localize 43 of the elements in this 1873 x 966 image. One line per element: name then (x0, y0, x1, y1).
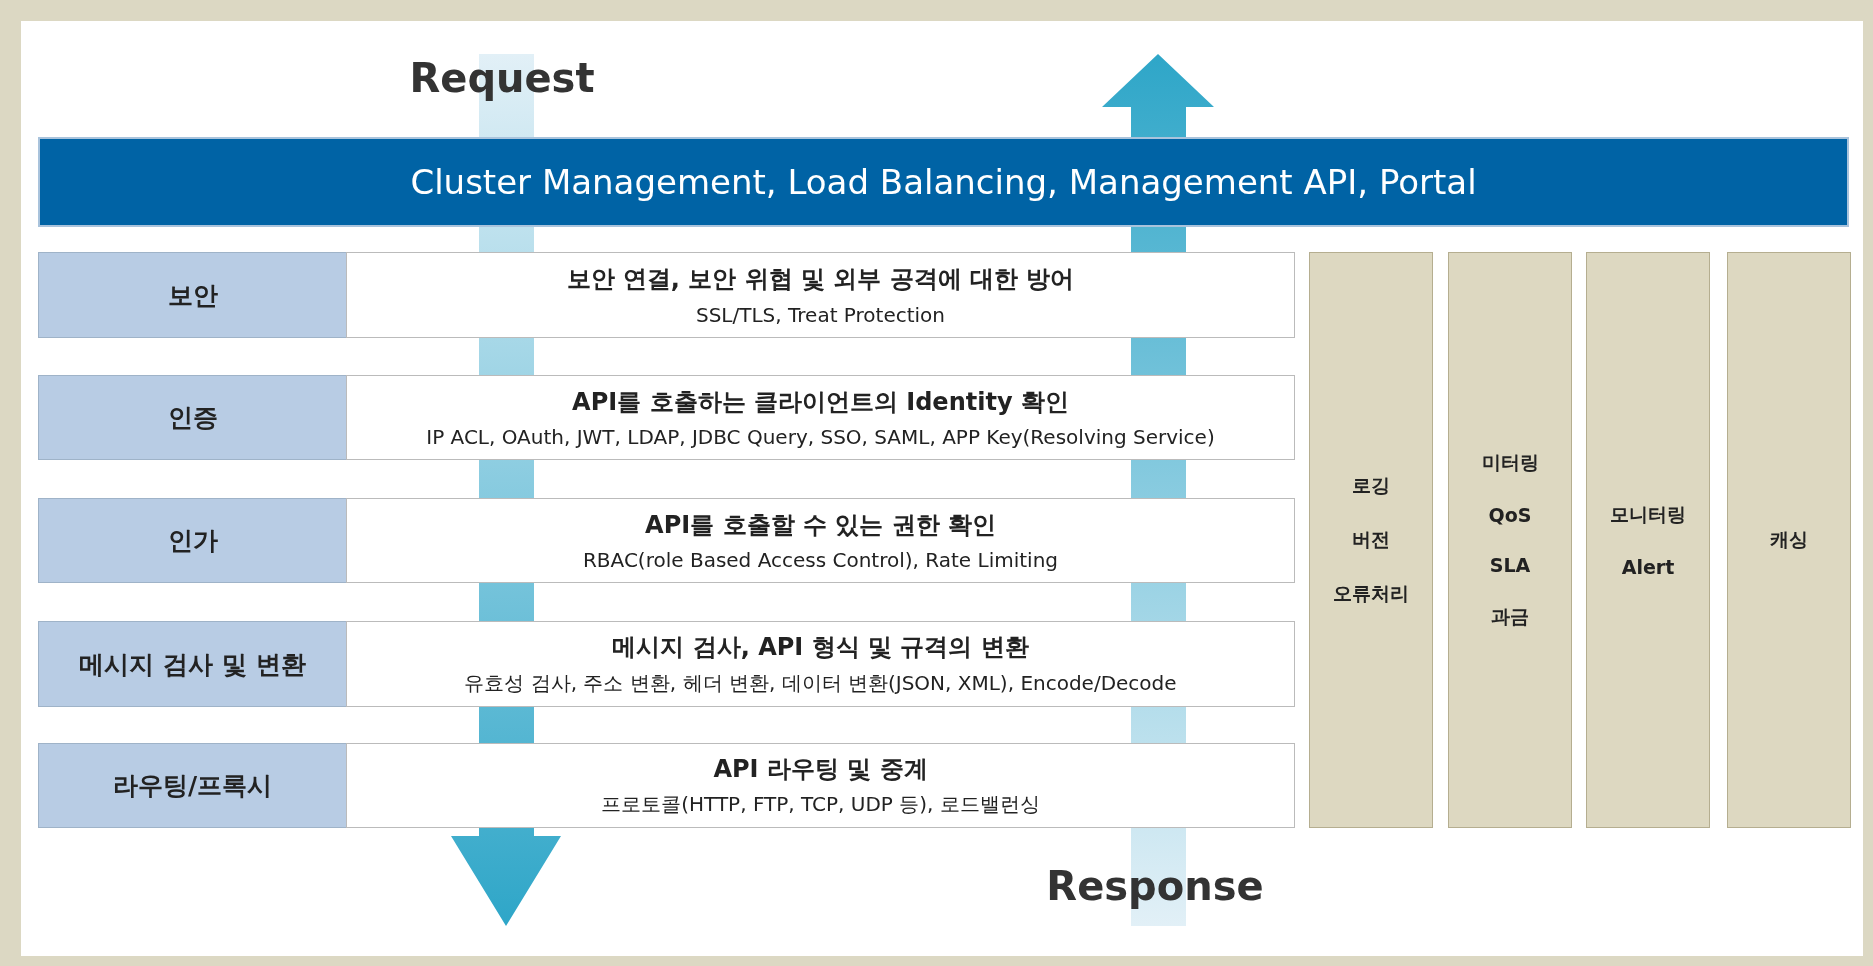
header-bar (38, 137, 1849, 227)
column-item: 과금 (1491, 604, 1529, 629)
category-box (38, 252, 347, 338)
description-detail: 프로토콜(HTTP, FTP, TCP, UDP 등), 로드밸런싱 (601, 791, 1040, 818)
category-box (38, 498, 347, 583)
column-item: Alert (1621, 556, 1675, 578)
description-heading: 메시지 검사, API 형식 및 규격의 변환 (612, 632, 1029, 664)
direction-label: Request (409, 55, 595, 101)
function-column (1727, 252, 1851, 828)
description-heading: API를 호출하는 클라이언트의 Identity 확인 (572, 386, 1069, 418)
column-item: 버전 (1352, 527, 1390, 552)
function-column (1586, 252, 1710, 828)
description-box (346, 375, 1295, 460)
description-detail: RBAC(role Based Access Control), Rate Limiting (582, 548, 1059, 573)
description-heading: API 라우팅 및 중계 (713, 754, 928, 785)
direction-label: Response (1046, 863, 1264, 909)
category-box (38, 743, 347, 828)
description-box (346, 743, 1295, 828)
column-item: 캐싱 (1770, 527, 1808, 552)
category-label: 보안 (167, 279, 218, 312)
bar-title: Cluster Management, Load Balancing, Management API, Portal (410, 162, 1477, 202)
description-box (346, 498, 1295, 583)
description-box (346, 252, 1295, 338)
column-item: 미터링 (1481, 450, 1539, 475)
description-detail: 유효성 검사, 주소 변환, 헤더 변환, 데이터 변환(JSON, XML), Encode/Decode (464, 669, 1177, 697)
function-column (1448, 252, 1572, 828)
description-box (346, 621, 1295, 707)
category-label: 라우팅/프록시 (112, 770, 273, 802)
category-label: 메시지 검사 및 변환 (79, 648, 306, 681)
column-item: SLA (1489, 554, 1531, 576)
description-heading: API를 호출할 수 있는 권한 확인 (645, 509, 996, 541)
column-item: 로깅 (1352, 473, 1390, 498)
column-item: 오류처리 (1333, 581, 1409, 606)
category-label: 인가 (167, 525, 218, 557)
description-detail: SSL/TLS, Treat Protection (695, 303, 945, 327)
category-box (38, 621, 347, 707)
function-column (1309, 252, 1433, 828)
description-heading: 보안 연결, 보안 위협 및 외부 공격에 대한 방어 (566, 264, 1075, 295)
column-item: QoS (1488, 504, 1532, 526)
description-detail: IP ACL, OAuth, JWT, LDAP, JDBC Query, SSO, SAML, APP Key(Resolving Service) (426, 425, 1215, 450)
column-item: 모니터링 (1610, 502, 1686, 527)
category-label: 인증 (167, 402, 218, 434)
category-box (38, 375, 347, 460)
